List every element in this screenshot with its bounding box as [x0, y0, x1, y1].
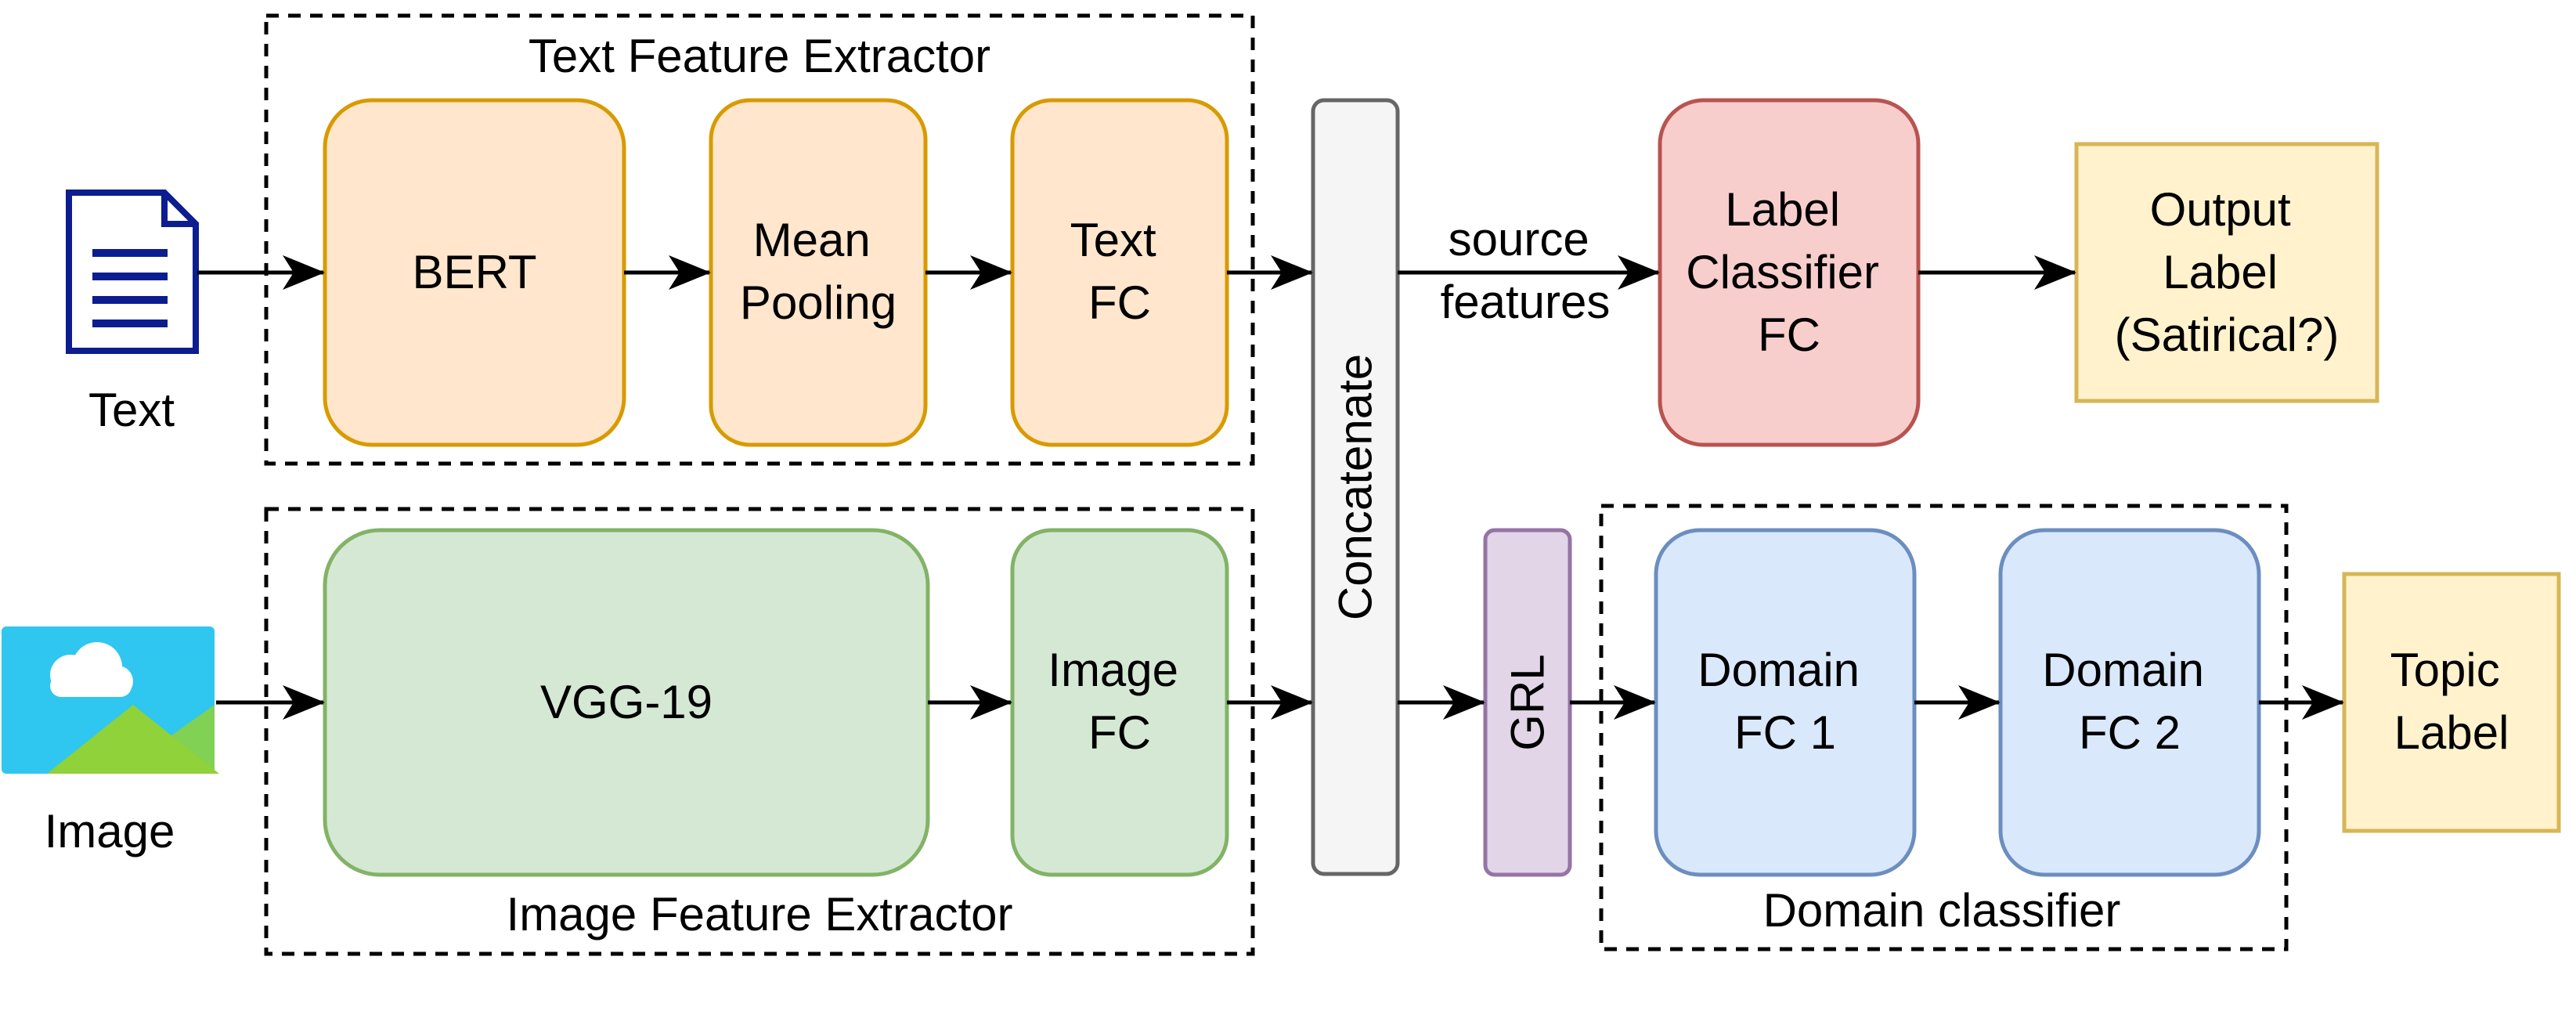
source-features-label: source features [1441, 213, 1611, 328]
image-feature-extractor-group [264, 507, 1255, 956]
concatenate-label: Concatenate [1329, 354, 1382, 620]
topic-label-text: Topic Label [2390, 644, 2513, 759]
domain-classifier-group [1599, 504, 2289, 951]
edges [197, 255, 2344, 720]
domain-fc1-block [1654, 528, 1917, 877]
domain-fc1-label: Domain FC 1 [1697, 644, 1872, 759]
image-fc-label: Image FC [1048, 644, 1191, 759]
image-input-label: Image [45, 805, 175, 858]
bert-label: BERT [413, 246, 537, 298]
output-label-block [2074, 142, 2379, 403]
mean-pooling-label: Mean Pooling [740, 214, 897, 329]
vgg19-label: VGG-19 [540, 676, 713, 728]
document-icon [66, 190, 199, 354]
domain-fc2-block [1998, 528, 2261, 877]
image-feature-extractor-title: Image Feature Extractor [507, 888, 1013, 941]
topic-label-block [2342, 572, 2561, 833]
domain-fc2-label: Domain FC 2 [2042, 644, 2217, 759]
mean-pooling-block [709, 98, 928, 447]
image-icon [2, 626, 219, 774]
concatenate-block [1311, 98, 1400, 876]
text-feature-extractor-group [264, 13, 1255, 466]
text-fc-block [1010, 98, 1229, 447]
text-fc-label: Text FC [1070, 214, 1170, 329]
domain-classifier-title: Domain classifier [1763, 884, 2121, 937]
label-classifier-label: Label Classifier FC [1686, 183, 1892, 361]
text-feature-extractor-title: Text Feature Extractor [529, 30, 990, 82]
grl-label: GRL [1502, 654, 1554, 750]
text-input-label: Text [88, 384, 175, 436]
output-label-text: Output Label (Satirical?) [2115, 183, 2340, 361]
image-fc-block [1010, 528, 1229, 877]
